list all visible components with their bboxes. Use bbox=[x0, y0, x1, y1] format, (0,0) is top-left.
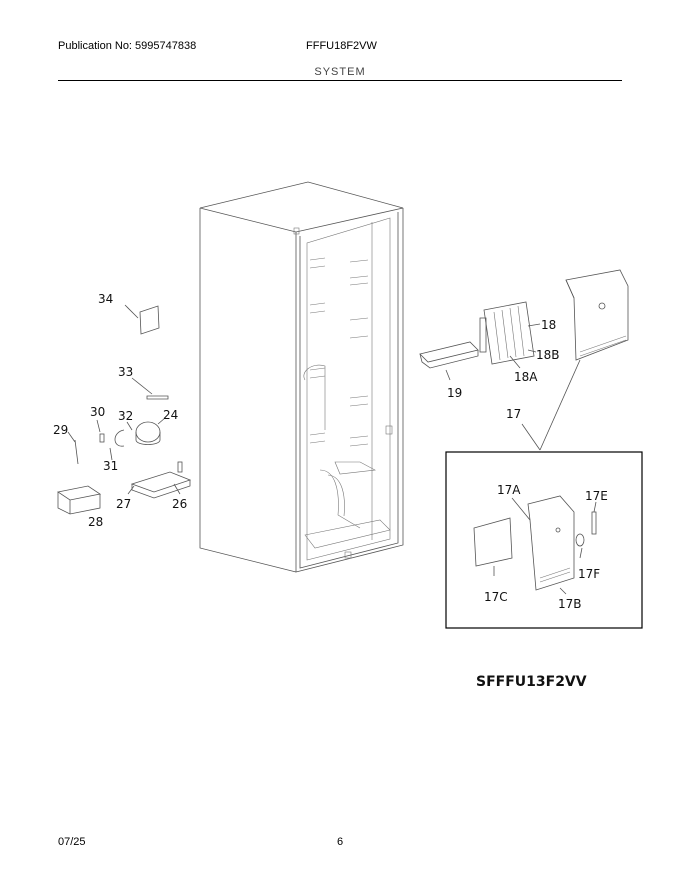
callout-30: 30 bbox=[90, 405, 105, 419]
callout-18: 18 bbox=[541, 318, 556, 332]
callout-17c: 17C bbox=[484, 590, 508, 604]
part-18-evaporator bbox=[479, 301, 541, 369]
callout-17: 17 bbox=[506, 407, 521, 421]
footer-date: 07/25 bbox=[58, 836, 86, 848]
cabinet-drawing bbox=[199, 181, 404, 573]
part-19-drip-tray bbox=[419, 341, 479, 381]
callout-26: 26 bbox=[172, 497, 187, 511]
callout-17a: 17A bbox=[497, 483, 521, 497]
callout-33: 33 bbox=[118, 365, 133, 379]
callout-32: 32 bbox=[118, 409, 133, 423]
callout-27: 27 bbox=[116, 497, 131, 511]
callout-17f: 17F bbox=[578, 567, 600, 581]
compressor-assembly bbox=[67, 417, 166, 465]
callout-18a: 18A bbox=[514, 370, 538, 384]
callout-28: 28 bbox=[88, 515, 103, 529]
part-17-evaporator-cover bbox=[521, 269, 629, 451]
publication-number: Publication No: 5995747838 bbox=[58, 40, 197, 52]
header-rule bbox=[58, 80, 622, 81]
base-pan-assembly bbox=[127, 461, 192, 499]
part-28-drain-pan bbox=[56, 485, 102, 515]
callout-29: 29 bbox=[53, 423, 68, 437]
callout-18b: 18B bbox=[536, 348, 560, 362]
callout-17e: 17E bbox=[585, 489, 608, 503]
callout-17b: 17B bbox=[558, 597, 582, 611]
callout-24: 24 bbox=[163, 408, 178, 422]
detail-box bbox=[445, 451, 643, 629]
part-33-wire bbox=[131, 377, 169, 400]
model-designation: SFFFU13F2VV bbox=[476, 674, 587, 690]
part-34-cover bbox=[124, 304, 160, 335]
callout-19: 19 bbox=[447, 386, 462, 400]
callout-31: 31 bbox=[103, 459, 118, 473]
callout-34: 34 bbox=[98, 292, 113, 306]
model-number: FFFU18F2VW bbox=[306, 40, 377, 52]
page-number: 6 bbox=[337, 836, 344, 848]
section-title: SYSTEM bbox=[314, 66, 366, 78]
